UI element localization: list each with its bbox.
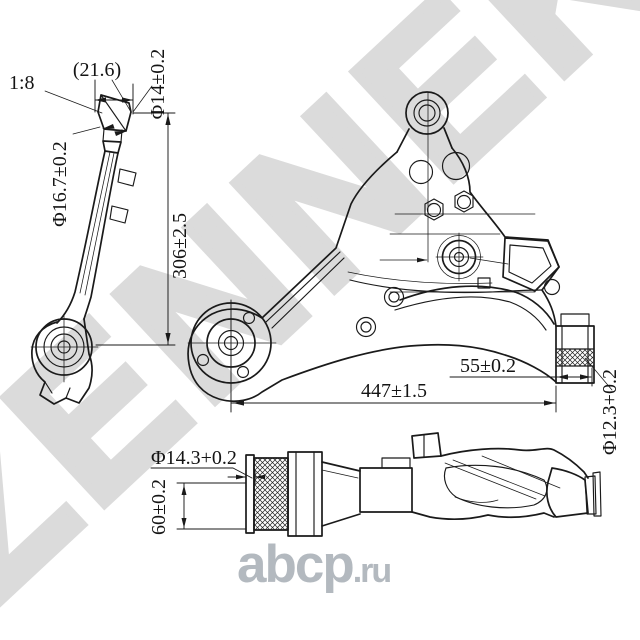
dim-overall-length: 447±1.5: [361, 380, 427, 402]
abcp-logo-main: abcp: [237, 535, 355, 594]
dimension-lines: [44, 79, 613, 530]
dim-end-width: 55±0.2: [460, 355, 516, 377]
dim-stud-diameter: Φ14±0.2: [147, 49, 169, 120]
abcp-logo-suffix: .ru: [352, 552, 392, 590]
dimension-texts: 1:8 (21.6) Φ14±0.2 Φ16.7±0.2 306±2.5 447…: [9, 49, 621, 535]
front-view: [245, 432, 602, 537]
dim-bushing-height: 60±0.2: [148, 479, 170, 535]
dim-head-width: (21.6): [73, 59, 121, 81]
dim-cone-diameter: Φ16.7±0.2: [49, 141, 71, 227]
dim-bushing-diameter: Φ14.3+0.2: [151, 447, 237, 469]
dim-overall-height: 306±2.5: [169, 213, 191, 279]
plan-view: [187, 91, 595, 402]
dim-end-bore: Φ12.3+0.2: [599, 369, 621, 455]
abcp-logo: abcp.ru: [237, 535, 392, 594]
side-view: [30, 94, 137, 405]
dim-taper-ratio: 1:8: [9, 72, 35, 94]
